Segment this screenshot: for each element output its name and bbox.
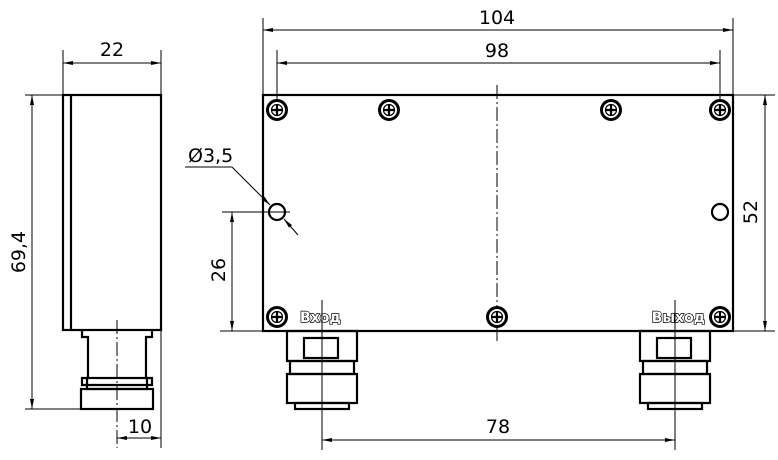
dim-overall-length: 104 xyxy=(479,7,515,29)
front-body xyxy=(261,93,735,333)
dim-side-height: 69,4 xyxy=(8,231,30,273)
dim-connector-spacing: 78 xyxy=(486,416,510,438)
input-label: Вход xyxy=(300,310,341,326)
screw-icon xyxy=(266,99,288,121)
side-view: 22 69,4 10 xyxy=(8,39,163,448)
screw-icon xyxy=(266,306,288,328)
side-body xyxy=(61,93,163,332)
dim-hole-height: 26 xyxy=(208,258,230,282)
screw-icon xyxy=(600,99,622,121)
dim-hole-spacing: 98 xyxy=(485,40,509,62)
screw-icon xyxy=(709,306,731,328)
output-label: Выход xyxy=(652,310,705,326)
dim-side-width: 22 xyxy=(100,39,124,61)
mounting-hole-right xyxy=(710,202,730,222)
screw-icon xyxy=(709,99,731,121)
dim-front-height: 52 xyxy=(740,200,762,224)
dim-connector-offset: 10 xyxy=(128,416,152,438)
screws xyxy=(266,99,731,328)
front-view: Вход Выход 104 98 52 26 Ø3,5 78 xyxy=(185,7,775,450)
screw-icon xyxy=(378,99,400,121)
dim-hole-diameter: Ø3,5 xyxy=(188,145,233,167)
screw-icon xyxy=(486,306,508,328)
